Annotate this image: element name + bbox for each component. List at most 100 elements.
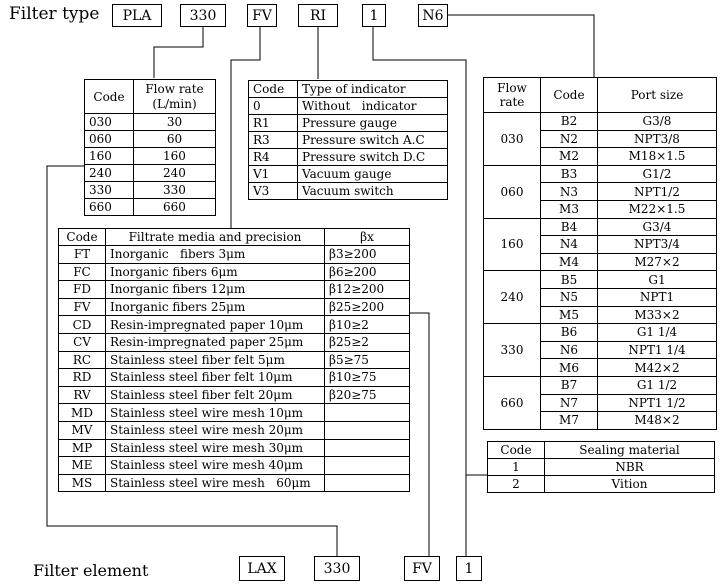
flow-code-cell: 330 [84, 181, 134, 199]
flow-code-cell: 240 [84, 164, 134, 182]
filter-element-label: Filter element [33, 561, 149, 580]
media-beta-cell: β5≥75 [324, 350, 410, 370]
flow-rate-cell: 60 [132, 130, 217, 148]
port-flow-cell: 030 [483, 112, 541, 166]
media-code-cell: CD [58, 315, 106, 334]
port-size-cell: NPT1/2 [597, 182, 717, 201]
indicator-code-cell: 0 [248, 97, 298, 115]
media-desc-cell: Stainless steel wire mesh 40μm [105, 456, 325, 475]
media-beta-cell: β25≥200 [324, 297, 410, 317]
port-size-cell: NPT1 1/4 [597, 340, 717, 360]
media-desc-cell: Inorganic fibers 3μm [105, 245, 325, 264]
port-code-cell: M3 [540, 199, 598, 219]
media-header-beta: βx [324, 228, 410, 246]
media-desc-cell: Stainless steel fiber felt 20μm [105, 385, 325, 405]
port-code-cell: N7 [540, 393, 598, 413]
media-beta-cell [324, 456, 410, 475]
filter-element-box-media: FV [404, 556, 440, 581]
flow-rate-cell: 240 [132, 164, 217, 182]
media-code-cell: FT [58, 245, 106, 264]
port-code-cell: B4 [540, 217, 598, 237]
filter-element-box-series: LAX [239, 556, 285, 581]
media-code-cell: FD [58, 280, 106, 299]
port-size-cell: G3/4 [597, 217, 717, 237]
media-desc-cell: Inorganic fibers 6μm [105, 262, 325, 282]
media-desc-cell: Resin-impregnated paper 25μm [105, 332, 325, 352]
filter-type-box-series: PLA [112, 4, 162, 27]
indicator-type-cell: Pressure switch A.C [297, 131, 448, 149]
port-size-cell: M22×1.5 [597, 199, 717, 219]
media-code-cell: RC [58, 350, 106, 370]
media-desc-cell: Stainless steel wire mesh 60μm [105, 473, 325, 493]
media-code-cell: RV [58, 385, 106, 405]
indicator-type-cell: Without indicator [297, 97, 448, 115]
flow-rate-cell: 160 [132, 147, 217, 165]
filter-element-box-seal: 1 [456, 556, 482, 581]
media-code-cell: FC [58, 262, 106, 282]
port-size-cell: G1 1/4 [597, 323, 717, 342]
port-size-cell: G1/2 [597, 164, 717, 184]
port-flow-cell: 330 [483, 323, 541, 377]
media-beta-cell: β10≥75 [324, 368, 410, 387]
indicator-type-cell: Vacuum switch [297, 182, 448, 200]
port-code-cell: B6 [540, 323, 598, 342]
flow-table-header-code: Code [84, 79, 134, 114]
seal-code-cell: 1 [487, 458, 545, 476]
indicator-type-cell: Vacuum gauge [297, 165, 448, 183]
port-size-cell: NPT3/4 [597, 235, 717, 254]
media-beta-cell: β12≥200 [324, 280, 410, 299]
port-code-cell: N6 [540, 340, 598, 360]
port-size-cell: NPT1 1/2 [597, 393, 717, 413]
indicator-type-cell: Pressure gauge [297, 114, 448, 132]
port-size-cell: M48×2 [597, 411, 717, 430]
flow-rate-cell: 330 [132, 181, 217, 199]
filter-element-box-flow: 330 [314, 556, 360, 581]
port-code-cell: B7 [540, 375, 598, 395]
seal-header-material: Sealing material [544, 441, 715, 459]
port-size-cell: M27×2 [597, 252, 717, 272]
filter-type-box-port: N6 [418, 4, 448, 27]
media-code-cell: ME [58, 456, 106, 475]
filter-type-box-media: FV [247, 4, 277, 27]
indicator-code-cell: R1 [248, 114, 298, 132]
media-beta-cell [324, 473, 410, 493]
media-beta-cell [324, 420, 410, 440]
media-code-cell: MD [58, 403, 106, 422]
media-desc-cell: Stainless steel fiber felt 5μm [105, 350, 325, 370]
filter-type-box-flow: 330 [180, 4, 226, 27]
flow-code-cell: 660 [84, 198, 134, 216]
media-code-cell: RD [58, 368, 106, 387]
flow-rate-cell: 660 [132, 198, 217, 216]
port-size-cell: G3/8 [597, 112, 717, 131]
port-code-cell: B5 [540, 270, 598, 289]
media-header-code: Code [58, 228, 106, 246]
flow-code-cell: 160 [84, 147, 134, 165]
port-header-code: Code [540, 77, 598, 113]
filter-type-box-indicator: RI [298, 4, 338, 27]
port-code-cell: N3 [540, 182, 598, 201]
port-size-cell: G1 [597, 270, 717, 289]
